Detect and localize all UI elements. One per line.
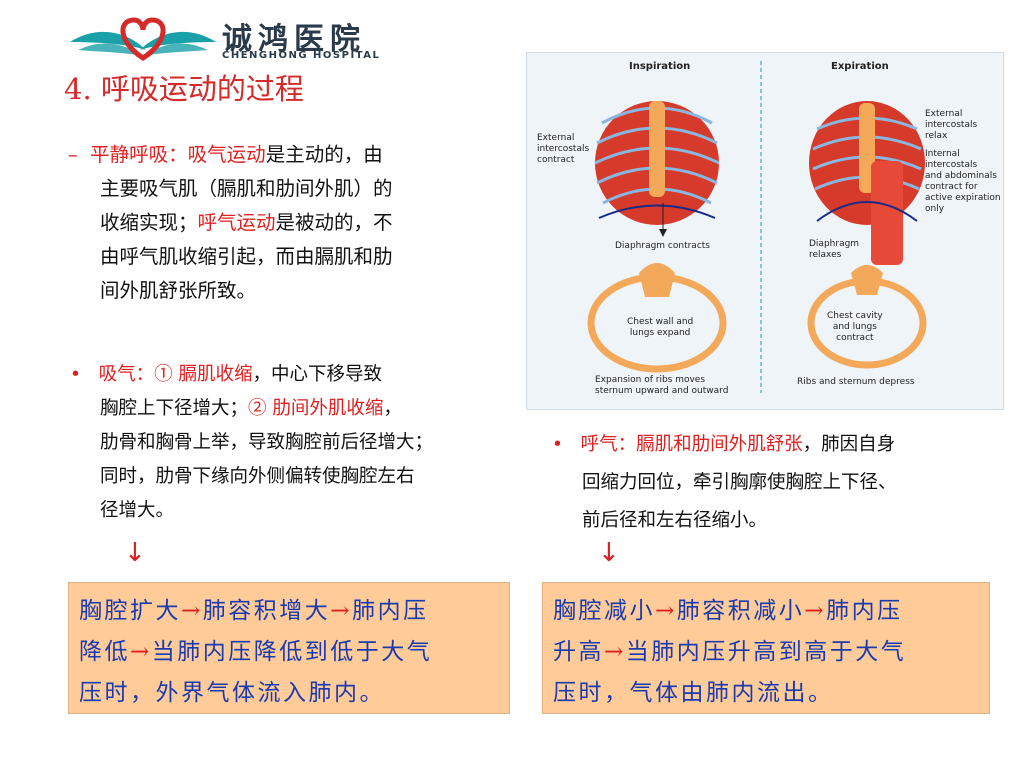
- label-diaphragm-contracts: Diaphragm contracts: [615, 241, 710, 251]
- down-arrow-icon: ↓: [598, 538, 620, 568]
- page-title: 4. 呼吸运动的过程: [64, 72, 304, 106]
- right-arrow-icon: →: [130, 639, 152, 665]
- down-arrow-icon: ↓: [124, 538, 146, 568]
- logo-name-cn: 诚鸿医院: [222, 22, 366, 57]
- expiration-heading: Expiration: [831, 61, 889, 72]
- right-arrow-icon: →: [181, 598, 203, 624]
- expiration-summary-box: 胸腔减小→肺容积减小→肺内压 升高→当肺内压升高到高于大气 压时，气体由肺内流出…: [542, 582, 990, 714]
- dash-bullet: –: [68, 143, 78, 166]
- right-arrow-icon: →: [655, 598, 677, 624]
- label-ribs-depress: Ribs and sternum depress: [797, 377, 915, 387]
- inspiration-heading: Inspiration: [629, 61, 691, 72]
- dot-bullet: •: [70, 364, 81, 385]
- ribcage-illustration: [587, 61, 927, 393]
- hospital-logo: [70, 17, 216, 61]
- paragraph-expiration: • 呼气：膈肌和肋间外肌舒张，肺因自身 回缩力回位，牵引胸廓使胸腔上下径、 前后…: [552, 434, 897, 531]
- right-arrow-icon: →: [330, 598, 353, 624]
- inspiration-summary-box: 胸腔扩大→肺容积增大→肺内压 降低→当肺内压降低到低于大气 压时，外界气体流入肺…: [68, 582, 510, 714]
- dot-bullet: •: [552, 434, 563, 455]
- paragraph-quiet-breathing: – 平静呼吸：吸气运动是主动的，由 主要吸气肌（膈肌和肋间外肌）的 收缩实现；呼…: [68, 143, 393, 302]
- logo-name-en: CHENGHONG HOSPITAL: [222, 50, 381, 61]
- right-arrow-icon: →: [804, 598, 827, 624]
- paragraph-inspiration: • 吸气：① 膈肌收缩，中心下移导致 胸腔上下径增大；② 肋间外肌收缩， 肋骨和…: [70, 364, 434, 521]
- right-arrow-icon: →: [604, 639, 626, 665]
